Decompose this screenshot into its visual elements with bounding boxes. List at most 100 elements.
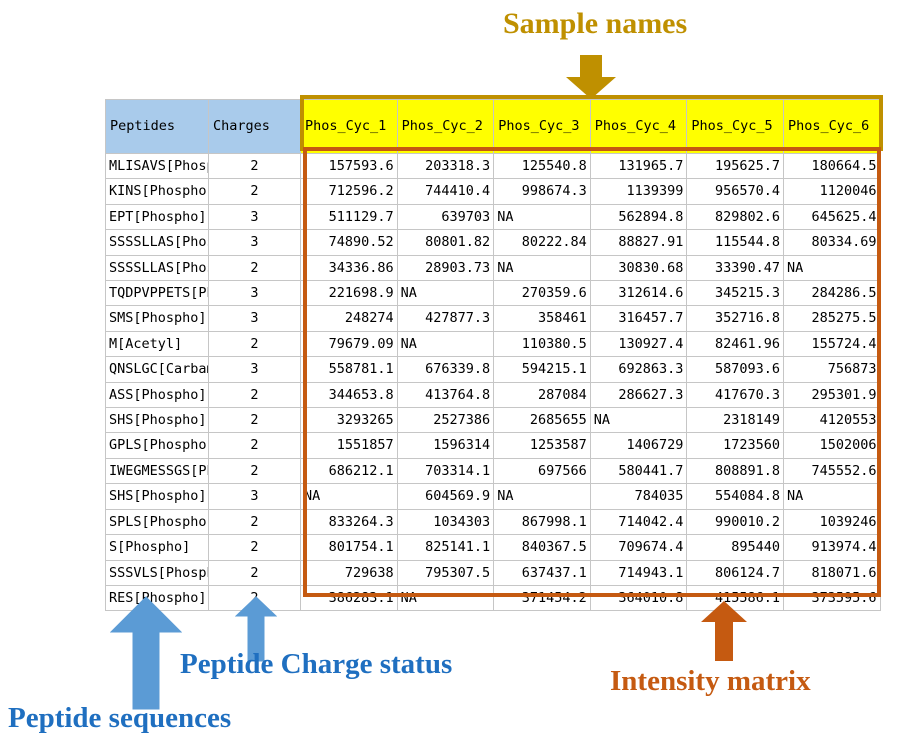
cell-charge[interactable]: 2 bbox=[208, 178, 301, 205]
cell-intensity[interactable]: 686212.1 bbox=[300, 457, 398, 485]
cell-intensity[interactable]: NA bbox=[396, 330, 495, 358]
table-row[interactable]: SSSSLLAS[Phospho]234336.8628903.73NA3083… bbox=[105, 254, 881, 282]
cell-intensity[interactable]: 729638 bbox=[300, 559, 398, 586]
intensity-matrix-table[interactable]: Peptides Charges Phos_Cyc_1 Phos_Cyc_2 P… bbox=[105, 99, 881, 612]
cell-intensity[interactable]: 1596314 bbox=[396, 432, 495, 459]
cell-intensity[interactable]: 692863.3 bbox=[589, 356, 688, 383]
cell-intensity[interactable]: 286627.3 bbox=[589, 381, 688, 409]
cell-intensity[interactable]: 1551857 bbox=[300, 432, 398, 459]
column-header-sample-3[interactable]: Phos_Cyc_3 bbox=[493, 99, 591, 154]
cell-intensity[interactable]: 604569.9 bbox=[396, 483, 495, 510]
cell-intensity[interactable]: 4120553 bbox=[782, 407, 881, 434]
table-row[interactable]: MLISAVS[Phospho]2157593.6203318.3125540.… bbox=[105, 152, 881, 180]
cell-peptide[interactable]: SSSSLLAS[Phospho] bbox=[105, 254, 209, 282]
cell-peptide[interactable]: SHS[Phospho] bbox=[105, 407, 209, 434]
cell-charge[interactable]: 2 bbox=[208, 457, 301, 485]
cell-intensity[interactable]: 703314.1 bbox=[396, 457, 495, 485]
cell-intensity[interactable]: 80801.82 bbox=[396, 229, 495, 256]
cell-intensity[interactable]: 344653.8 bbox=[300, 381, 398, 409]
column-header-sample-4[interactable]: Phos_Cyc_4 bbox=[589, 99, 688, 154]
cell-intensity[interactable]: 312614.6 bbox=[589, 280, 688, 307]
cell-intensity[interactable]: 82461.96 bbox=[686, 330, 784, 358]
cell-intensity[interactable]: 115544.8 bbox=[686, 229, 784, 256]
cell-intensity[interactable]: 1139399 bbox=[589, 178, 688, 205]
cell-intensity[interactable]: 157593.6 bbox=[300, 152, 398, 180]
cell-intensity[interactable]: 1039246 bbox=[782, 508, 881, 536]
column-header-sample-2[interactable]: Phos_Cyc_2 bbox=[396, 99, 495, 154]
cell-intensity[interactable]: 587093.6 bbox=[686, 356, 784, 383]
cell-intensity[interactable]: 284286.5 bbox=[782, 280, 881, 307]
cell-peptide[interactable]: SSSSLLAS[Phospho] bbox=[105, 229, 209, 256]
cell-intensity[interactable]: NA bbox=[493, 203, 591, 231]
cell-intensity[interactable]: 645625.4 bbox=[782, 203, 881, 231]
cell-charge[interactable]: 3 bbox=[208, 356, 301, 383]
cell-intensity[interactable]: 352716.8 bbox=[686, 305, 784, 332]
cell-intensity[interactable]: 1120046 bbox=[782, 178, 881, 205]
cell-intensity[interactable]: 801754.1 bbox=[300, 534, 398, 561]
cell-intensity[interactable]: 697566 bbox=[493, 457, 591, 485]
cell-charge[interactable]: 2 bbox=[208, 330, 301, 358]
cell-intensity[interactable]: 745552.6 bbox=[782, 457, 881, 485]
cell-intensity[interactable]: 829802.6 bbox=[686, 203, 784, 231]
cell-intensity[interactable]: 840367.5 bbox=[493, 534, 591, 561]
table-row[interactable]: SSSVLS[Phospho]2729638795307.5637437.171… bbox=[105, 559, 881, 586]
cell-peptide[interactable]: M[Acetyl] bbox=[105, 330, 209, 358]
cell-intensity[interactable]: NA bbox=[589, 407, 688, 434]
cell-intensity[interactable]: 784035 bbox=[589, 483, 688, 510]
cell-intensity[interactable]: 203318.3 bbox=[396, 152, 495, 180]
cell-intensity[interactable]: 221698.9 bbox=[300, 280, 398, 307]
cell-intensity[interactable]: 1253587 bbox=[493, 432, 591, 459]
cell-intensity[interactable]: 1502006 bbox=[782, 432, 881, 459]
cell-intensity[interactable]: 345215.3 bbox=[686, 280, 784, 307]
cell-intensity[interactable]: 287084 bbox=[493, 381, 591, 409]
cell-intensity[interactable]: 2685655 bbox=[493, 407, 591, 434]
cell-charge[interactable]: 2 bbox=[208, 254, 301, 282]
cell-intensity[interactable]: 744410.4 bbox=[396, 178, 495, 205]
cell-intensity[interactable]: 74890.52 bbox=[300, 229, 398, 256]
cell-peptide[interactable]: KINS[Phospho] bbox=[105, 178, 209, 205]
cell-intensity[interactable]: 895440 bbox=[686, 534, 784, 561]
cell-intensity[interactable]: 270359.6 bbox=[493, 280, 591, 307]
cell-intensity[interactable]: 637437.1 bbox=[493, 559, 591, 586]
cell-peptide[interactable]: QNSLGC[Carbamidomethyl] bbox=[105, 356, 209, 383]
cell-intensity[interactable]: 364010.8 bbox=[589, 584, 688, 612]
cell-intensity[interactable]: 386283.1 bbox=[300, 584, 398, 612]
cell-peptide[interactable]: SMS[Phospho] bbox=[105, 305, 209, 332]
cell-charge[interactable]: 2 bbox=[208, 381, 301, 409]
cell-intensity[interactable]: NA bbox=[493, 254, 591, 282]
cell-intensity[interactable]: NA bbox=[396, 280, 495, 307]
cell-intensity[interactable]: NA bbox=[300, 483, 398, 510]
cell-intensity[interactable]: 80222.84 bbox=[493, 229, 591, 256]
cell-intensity[interactable]: NA bbox=[782, 254, 881, 282]
cell-intensity[interactable]: 956570.4 bbox=[686, 178, 784, 205]
cell-intensity[interactable]: 180664.5 bbox=[782, 152, 881, 180]
cell-intensity[interactable]: 1034303 bbox=[396, 508, 495, 536]
cell-intensity[interactable]: 580441.7 bbox=[589, 457, 688, 485]
cell-intensity[interactable]: 295301.9 bbox=[782, 381, 881, 409]
table-row[interactable]: IWEGMESSGS[Phospho]2686212.1703314.16975… bbox=[105, 457, 881, 485]
cell-intensity[interactable]: 990010.2 bbox=[686, 508, 784, 536]
cell-charge[interactable]: 2 bbox=[208, 508, 301, 536]
cell-intensity[interactable]: 825141.1 bbox=[396, 534, 495, 561]
cell-intensity[interactable]: 248274 bbox=[300, 305, 398, 332]
cell-peptide[interactable]: MLISAVS[Phospho] bbox=[105, 152, 209, 180]
column-header-peptides[interactable]: Peptides bbox=[105, 99, 209, 154]
column-header-sample-5[interactable]: Phos_Cyc_5 bbox=[686, 99, 784, 154]
cell-charge[interactable]: 2 bbox=[208, 407, 301, 434]
table-row[interactable]: TQDPVPPETS[Phospho]3221698.9NA270359.631… bbox=[105, 280, 881, 307]
cell-intensity[interactable]: 30830.68 bbox=[589, 254, 688, 282]
cell-intensity[interactable]: 714943.1 bbox=[589, 559, 688, 586]
cell-peptide[interactable]: GPLS[Phospho] bbox=[105, 432, 209, 459]
cell-charge[interactable]: 2 bbox=[208, 432, 301, 459]
cell-intensity[interactable]: 413764.8 bbox=[396, 381, 495, 409]
cell-intensity[interactable]: 833264.3 bbox=[300, 508, 398, 536]
cell-intensity[interactable]: 358461 bbox=[493, 305, 591, 332]
cell-intensity[interactable]: 2527386 bbox=[396, 407, 495, 434]
cell-peptide[interactable]: SHS[Phospho] bbox=[105, 483, 209, 510]
